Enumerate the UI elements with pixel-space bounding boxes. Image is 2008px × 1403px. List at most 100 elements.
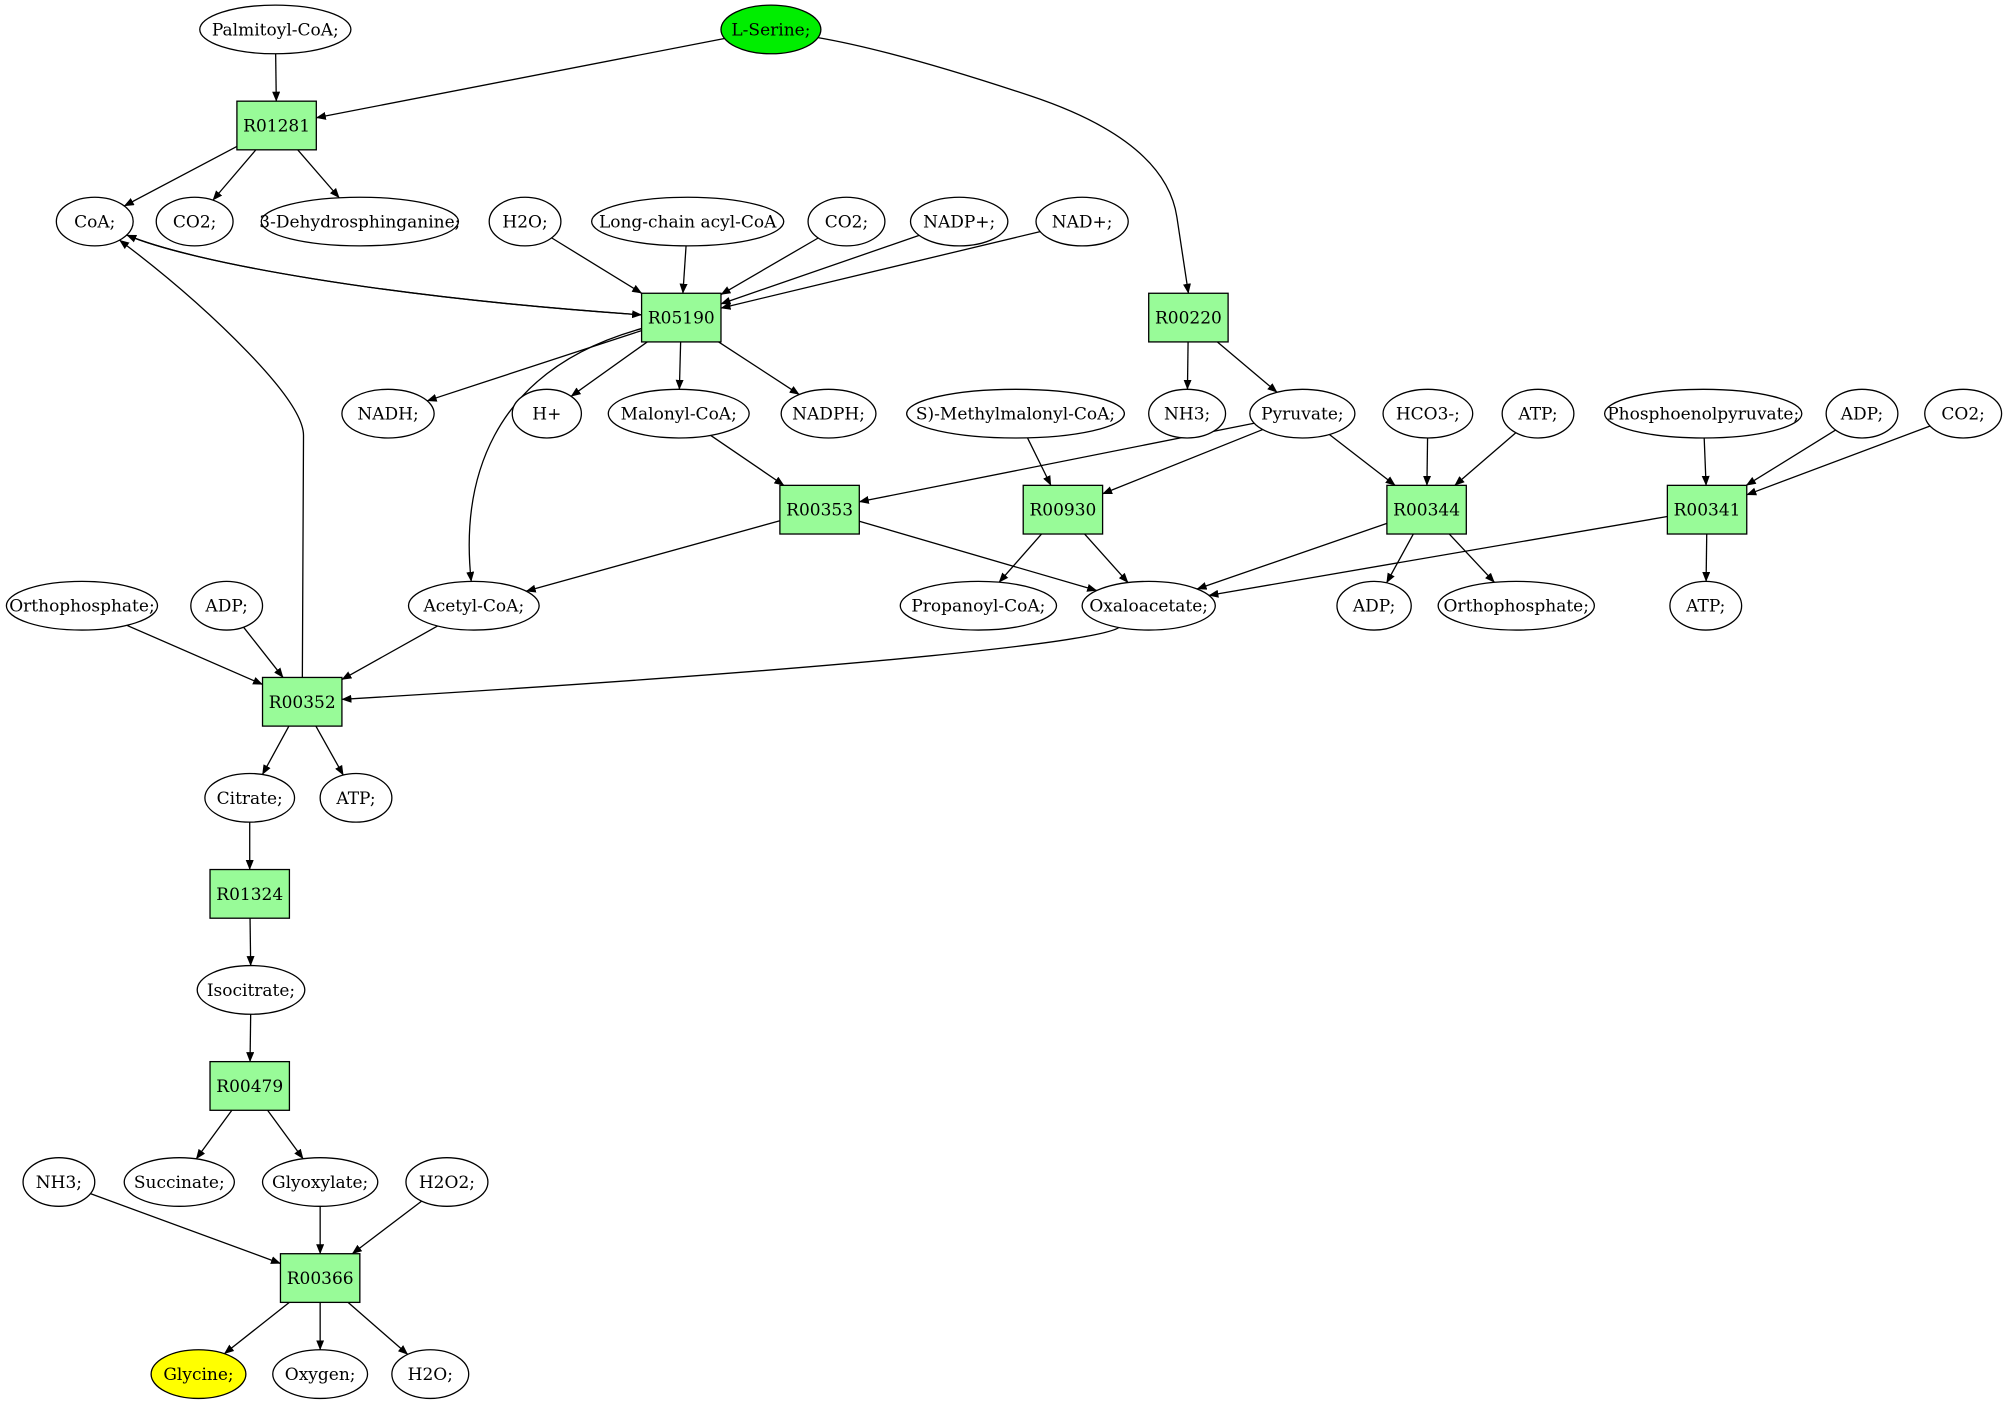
node-label: L-Serine; [731,20,810,40]
compound-node-methylmalonyl-coa: S)-Methylmalonyl-CoA; [906,388,1126,439]
compound-ellipse [150,1349,247,1400]
node-label: R00344 [1393,501,1460,521]
compound-ellipse [190,580,264,631]
node-label: Phosphoenolpyruvate; [1607,405,1799,425]
node-label: R01324 [216,885,283,905]
edge-co2-b-to-r05190 [720,237,819,296]
edge-r00353-to-acetyl-coa [525,520,781,593]
node-label: CO2; [1941,405,1985,425]
node-label: NH3; [1164,405,1210,425]
node-label: S)-Methylmalonyl-CoA; [916,405,1115,425]
compound-node-dehydrosphinganine: 3-Dehydrosphinganine; [259,196,460,247]
reaction-box [209,1060,291,1111]
reaction-node-r00341: R00341 [1666,484,1748,535]
reaction-node-r05190: R05190 [640,292,722,343]
compound-node-acetyl-coa: Acetyl-CoA; [407,580,540,631]
reaction-box [1022,484,1104,535]
compound-node-isocitrate: Isocitrate; [196,964,306,1015]
reaction-node-r00220: R00220 [1148,292,1229,343]
edge-r00352-to-citrate [261,725,290,775]
compound-node-hco3: HCO3-; [1382,388,1474,439]
compound-node-oxygen: Oxygen; [272,1349,369,1400]
edge-r00366-to-h2o-b [347,1301,409,1355]
node-label: R00341 [1674,501,1741,521]
compound-node-atp-c: ATP; [319,772,393,823]
compound-node-adp-c: ADP; [1336,580,1412,631]
compound-ellipse [196,964,306,1015]
compound-node-adp-b: ADP; [190,580,264,631]
node-label: ADP; [1352,597,1395,617]
compound-ellipse [319,772,393,823]
edge-r00220-to-pyruvate [1216,341,1278,393]
edge-methylmalonyl-coa-to-r00930 [1026,437,1052,486]
reaction-box [640,292,722,343]
compound-ellipse [5,580,159,631]
edge-r00353-to-oxaloacetate [859,520,1098,592]
node-label: NADH; [357,405,418,425]
edge-r00344-to-orthophosphate-b [1448,533,1495,583]
reaction-box [236,100,317,151]
compound-ellipse [199,4,352,55]
compound-ellipse [204,772,296,823]
compound-node-h2o-b: H2O; [391,1349,470,1400]
node-label: Orthophosphate; [1444,597,1589,617]
node-label: Oxaloacetate; [1089,597,1208,617]
edge-r00930-to-oxaloacetate [1084,533,1129,584]
edge-r05190-to-malonyl-coa [675,341,684,390]
edge-adp-a-to-r00341 [1745,429,1836,486]
node-label: ADP; [204,597,247,617]
node-label: CO2; [825,213,869,233]
edge-pyruvate-to-r00930 [1102,428,1263,495]
compound-node-l-serine: L-Serine; [720,4,822,55]
compound-ellipse [1825,388,1899,439]
reaction-node-r00353: R00353 [779,484,860,535]
node-label: R00353 [786,501,853,521]
edge-r00352-to-atp-c [315,725,344,776]
compound-ellipse [1035,196,1129,247]
reaction-node-r00930: R00930 [1022,484,1104,535]
edge-r00930-to-propanoyl-coa [998,533,1042,583]
reaction-node-r00352: R00352 [261,676,343,727]
node-label: NAD+; [1052,213,1113,233]
compound-ellipse [1336,580,1412,631]
edge-malonyl-coa-to-r00353 [710,434,785,486]
compound-ellipse [123,1157,236,1207]
compound-node-coa: CoA; [55,196,134,247]
node-label: HCO3-; [1396,405,1460,425]
compound-ellipse [807,196,886,247]
compound-ellipse [407,580,540,631]
edge-r05190-to-acetyl-coa [466,327,642,582]
reaction-node-r01281: R01281 [236,100,317,151]
compound-node-long-chain-acyl-coa: Long-chain acyl-CoA [590,196,785,247]
node-label: ATP; [335,789,375,809]
compound-ellipse [261,1157,379,1207]
node-label: H2O; [502,213,547,233]
edge-nad-to-r05190 [720,230,1041,310]
reaction-node-r00479: R00479 [209,1060,291,1111]
edge-r00344-to-oxaloacetate [1196,522,1388,590]
node-label: Isocitrate; [207,981,295,1001]
compound-node-glyoxylate: Glyoxylate; [261,1157,379,1207]
compound-node-h2o2: H2O2; [405,1157,489,1207]
compound-node-nh3-b: NH3; [22,1157,96,1207]
compound-ellipse [780,388,877,439]
edge-h2o-a-to-r05190 [551,237,643,294]
node-label: Citrate; [217,789,283,809]
edge-co2-c-to-r00341 [1746,425,1931,496]
edge-pep-to-r00341 [1701,437,1710,486]
compound-ellipse [720,4,822,55]
compound-node-h2o-a: H2O; [488,196,562,247]
node-label: R00479 [216,1077,283,1097]
edge-oxaloacetate-to-r00352 [341,626,1120,703]
node-label: Oxygen; [285,1365,356,1385]
edge-nadp-to-r05190 [720,234,920,305]
edge-r00479-to-glyoxylate [267,1109,304,1160]
reaction-box [1386,484,1467,535]
edge-r05190-to-nadph [718,341,800,396]
compound-node-nadh: NADH; [341,388,435,439]
reaction-box [279,1253,361,1304]
edge-r01281-to-coa [123,145,238,207]
compound-ellipse [1437,580,1596,631]
compound-ellipse [1249,388,1356,439]
